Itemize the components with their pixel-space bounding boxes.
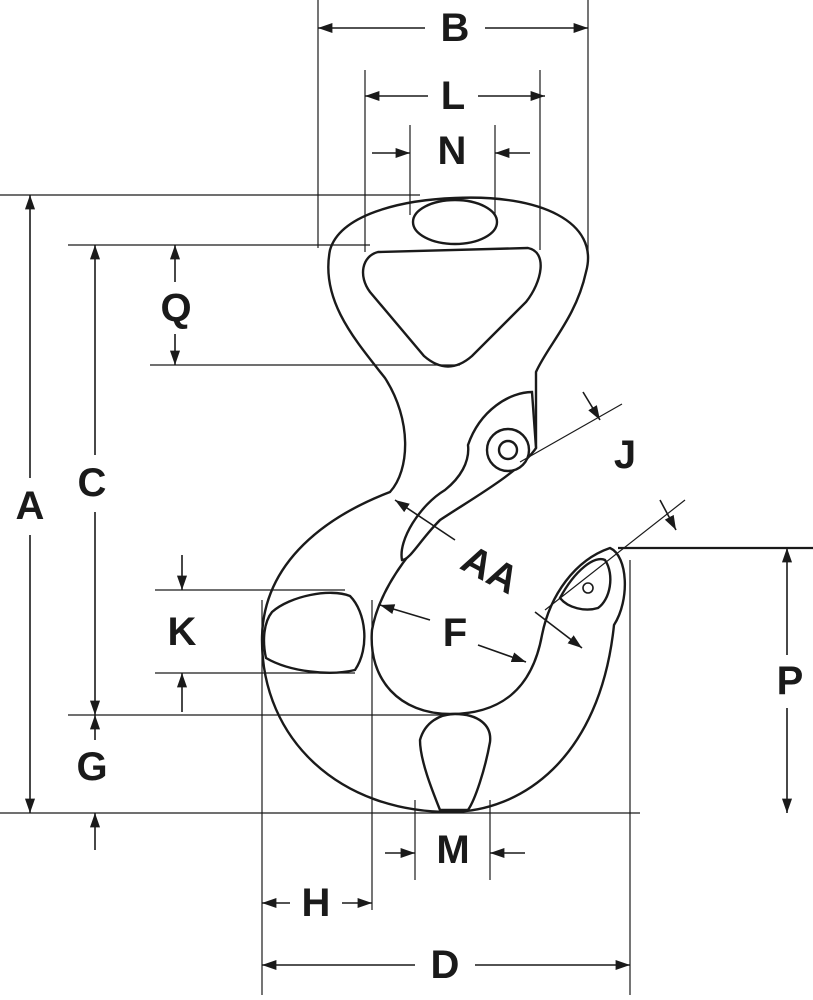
label-j: J	[614, 433, 636, 477]
label-f: F	[443, 611, 467, 655]
side-cross-section	[262, 591, 366, 674]
label-n: N	[438, 129, 467, 173]
label-k: K	[168, 610, 197, 654]
label-l: L	[441, 74, 465, 118]
tip-hole	[582, 582, 594, 594]
label-a: A	[16, 484, 45, 528]
label-p: P	[777, 659, 804, 703]
dimension-lines	[24, 22, 793, 971]
eye-top-section	[411, 198, 499, 246]
label-c: C	[78, 461, 107, 505]
eye-opening	[361, 246, 542, 368]
hook-drawing	[260, 196, 626, 814]
label-q: Q	[160, 286, 191, 330]
label-h: H	[302, 881, 331, 925]
latch-pin-inner	[497, 439, 519, 461]
label-aa: AA	[454, 537, 526, 603]
label-g: G	[76, 745, 107, 789]
label-d: D	[431, 943, 460, 987]
label-b: B	[441, 6, 470, 50]
label-m: M	[436, 828, 469, 872]
